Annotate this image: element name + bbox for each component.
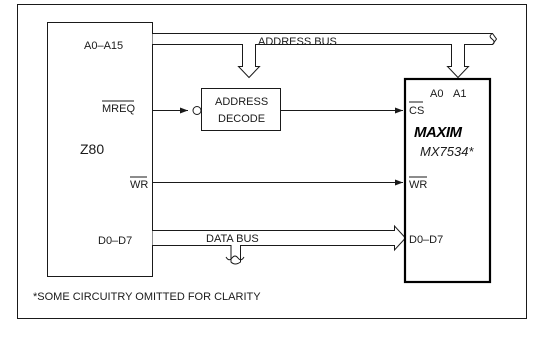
data-bus-label: DATA BUS — [206, 233, 259, 245]
decoder-line1: ADDRESS — [215, 96, 268, 108]
mx7534-block — [403, 77, 492, 284]
address-bus-label: ADDRESS BUS — [258, 36, 337, 48]
dac-pin-data: D0–D7 — [409, 234, 443, 246]
dac-pin-a0: A0 — [430, 88, 443, 100]
decoder-line2: DECODE — [218, 113, 265, 125]
z80-pin-mreq: MREQ — [102, 103, 135, 115]
z80-pin-wr: WR — [130, 179, 148, 191]
data-bus — [152, 224, 407, 265]
z80-block — [47, 22, 153, 277]
dac-pin-cs: CS — [409, 105, 424, 117]
maxim-logo-text: MAXIM — [414, 124, 463, 141]
z80-pin-address: A0–A15 — [84, 40, 123, 52]
address-decode-block — [201, 88, 281, 131]
dac-pin-a1: A1 — [453, 88, 466, 100]
dac-pin-wr: WR — [409, 179, 427, 191]
dac-part-number: MX7534* — [420, 144, 474, 159]
outer-frame — [17, 4, 527, 319]
z80-pin-data: D0–D7 — [98, 235, 132, 247]
data-bus-break — [225, 255, 245, 261]
mreq-inversion-bubble — [192, 106, 202, 115]
z80-label: Z80 — [80, 141, 104, 157]
maxim-logo: MAXIM — [414, 124, 463, 141]
address-bus-end-break — [489, 33, 495, 45]
footnote: *SOME CIRCUITRY OMITTED FOR CLARITY — [33, 291, 261, 303]
